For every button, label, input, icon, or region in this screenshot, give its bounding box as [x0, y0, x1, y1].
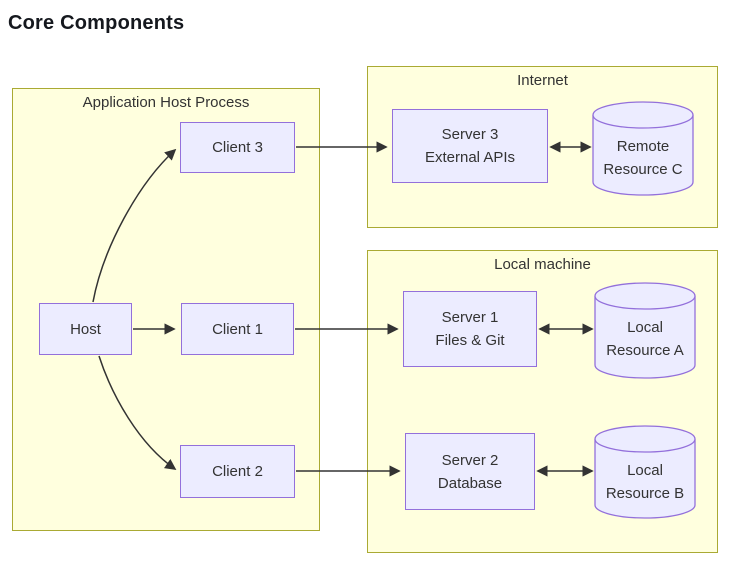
node-host: Host	[39, 303, 132, 355]
node-remote-resource-c-label: Remote Resource C	[593, 128, 693, 188]
node-client-1: Client 1	[181, 303, 294, 355]
node-server-2: Server 2 Database	[405, 433, 535, 510]
node-client-2: Client 2	[180, 445, 295, 498]
resource-a-line1: Local	[627, 319, 663, 336]
node-client-3: Client 3	[180, 122, 295, 173]
node-server3-label-line1: Server 3	[441, 126, 499, 143]
resource-b-line2: Resource B	[605, 485, 685, 502]
node-local-resource-a-label: Local Resource A	[595, 309, 695, 369]
resource-b-line1: Local	[627, 462, 663, 479]
node-server2-label-line2: Database	[437, 474, 503, 492]
container-label-internet: Internet	[517, 72, 568, 89]
node-server2-label-line1: Server 2	[441, 451, 499, 469]
page-title: Core Components	[8, 12, 185, 34]
resource-a-line2: Resource A	[606, 342, 684, 359]
node-host-label: Host	[70, 320, 101, 338]
node-server1-label-line1: Server 1	[441, 309, 499, 326]
node-server1-label-line2: Files & Git	[435, 332, 505, 349]
node-client2-label: Client 2	[212, 463, 263, 480]
container-label-application-host-process: Application Host Process	[82, 94, 250, 111]
container-label-local-machine: Local machine	[494, 256, 591, 273]
node-server-1: Server 1 Files & Git	[403, 291, 537, 367]
node-server-3: Server 3 External APIs	[392, 109, 548, 183]
node-local-resource-b-label: Local Resource B	[595, 452, 695, 512]
node-server3-label-line2: External APIs	[424, 149, 516, 166]
node-client3-label: Client 3	[212, 139, 263, 156]
resource-c-line2: Resource C	[603, 161, 683, 178]
resource-c-line1: Remote	[616, 138, 670, 155]
node-client1-label: Client 1	[212, 320, 263, 338]
